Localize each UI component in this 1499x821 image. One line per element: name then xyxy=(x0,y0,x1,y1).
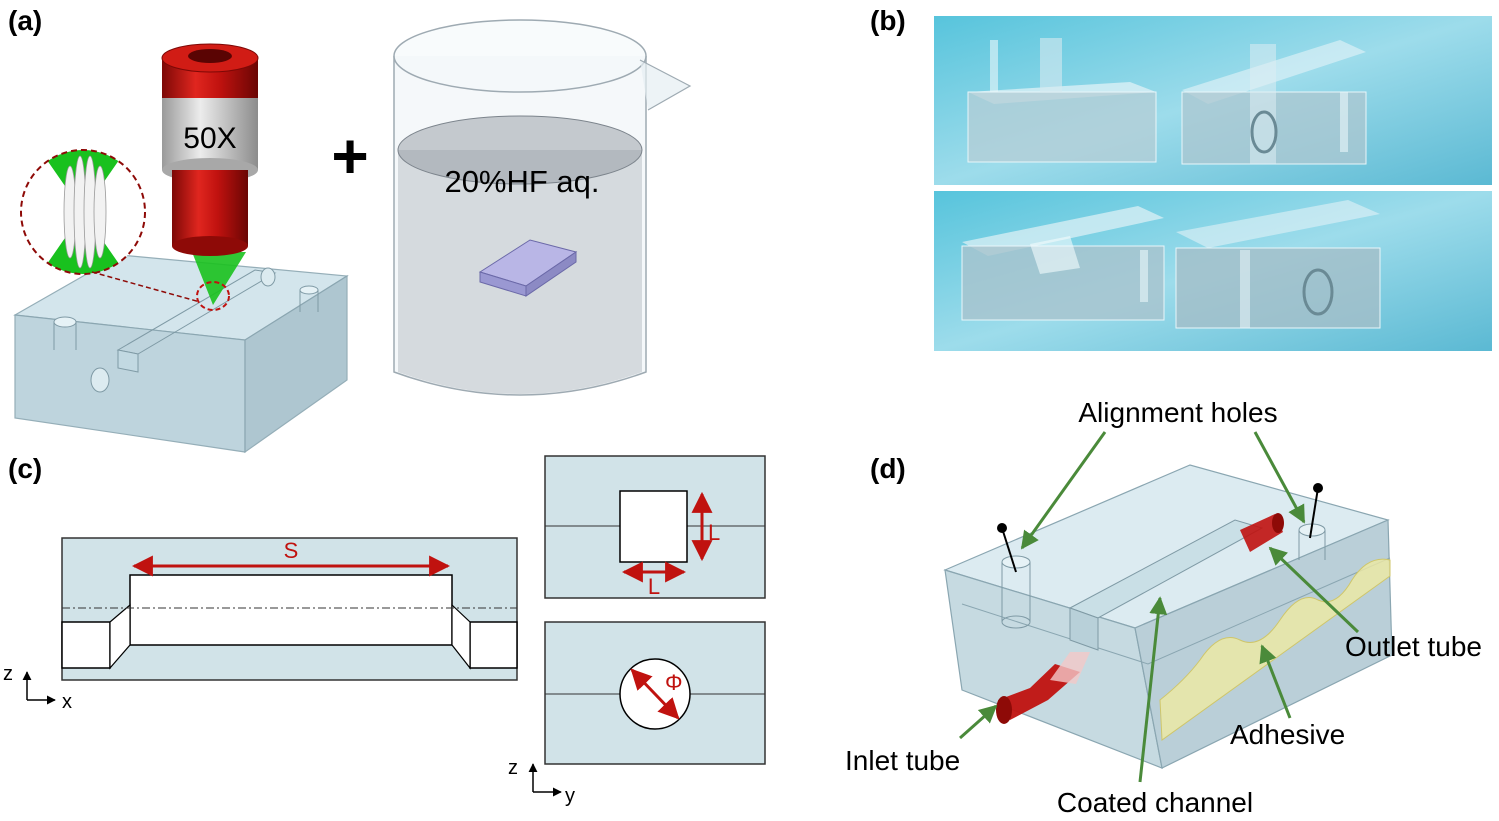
alignment-holes-label: Alignment holes xyxy=(1078,397,1277,428)
coated-channel-label: Coated channel xyxy=(1057,787,1253,818)
square-side-label-horizontal: L xyxy=(648,574,660,599)
photo-top xyxy=(934,16,1492,185)
beaker: 20%HF aq. xyxy=(393,19,692,396)
axes-yz: z y xyxy=(508,757,575,807)
zoom-bubble xyxy=(20,149,201,303)
panel-b: (b) xyxy=(870,5,1492,351)
side-view: S xyxy=(61,537,518,681)
glass-chip-a xyxy=(13,254,349,454)
axis-x-label: x xyxy=(62,691,72,713)
axes-xz: z x xyxy=(3,663,72,713)
outlet-tube xyxy=(1240,513,1284,552)
panel-d-label: (d) xyxy=(870,453,906,484)
objective-label: 50X xyxy=(183,122,236,155)
plus-sign: + xyxy=(331,120,368,192)
panel-a-label: (a) xyxy=(8,5,42,36)
length-label: S xyxy=(284,538,299,563)
square-cross-section: L L xyxy=(544,455,766,599)
panel-a: (a) xyxy=(8,5,692,454)
beaker-label: 20%HF aq. xyxy=(444,164,599,199)
laser-cone xyxy=(192,252,246,305)
square-side-label-vertical: L xyxy=(708,520,720,545)
axis-y-label: y xyxy=(565,785,575,807)
objective-lens: 50X xyxy=(161,43,259,256)
axis-z-label-xz: z xyxy=(3,663,13,685)
panel-c: (c) S z x L L xyxy=(3,453,766,807)
photo-bottom xyxy=(934,191,1492,351)
panel-c-label: (c) xyxy=(8,453,42,484)
callout-arrows xyxy=(959,431,1360,783)
panel-d: (d) xyxy=(845,397,1482,818)
adhesive-label: Adhesive xyxy=(1230,719,1345,750)
bonded-chip xyxy=(943,464,1393,769)
diameter-label: Φ xyxy=(665,670,683,695)
outlet-tube-label: Outlet tube xyxy=(1345,631,1482,662)
focus-spot-circle xyxy=(196,281,230,311)
circle-cross-section: Φ xyxy=(544,621,766,765)
inlet-tube xyxy=(996,652,1090,724)
axis-z-label-yz: z xyxy=(508,757,518,779)
inlet-tube-label: Inlet tube xyxy=(845,745,960,776)
panel-b-label: (b) xyxy=(870,5,906,36)
